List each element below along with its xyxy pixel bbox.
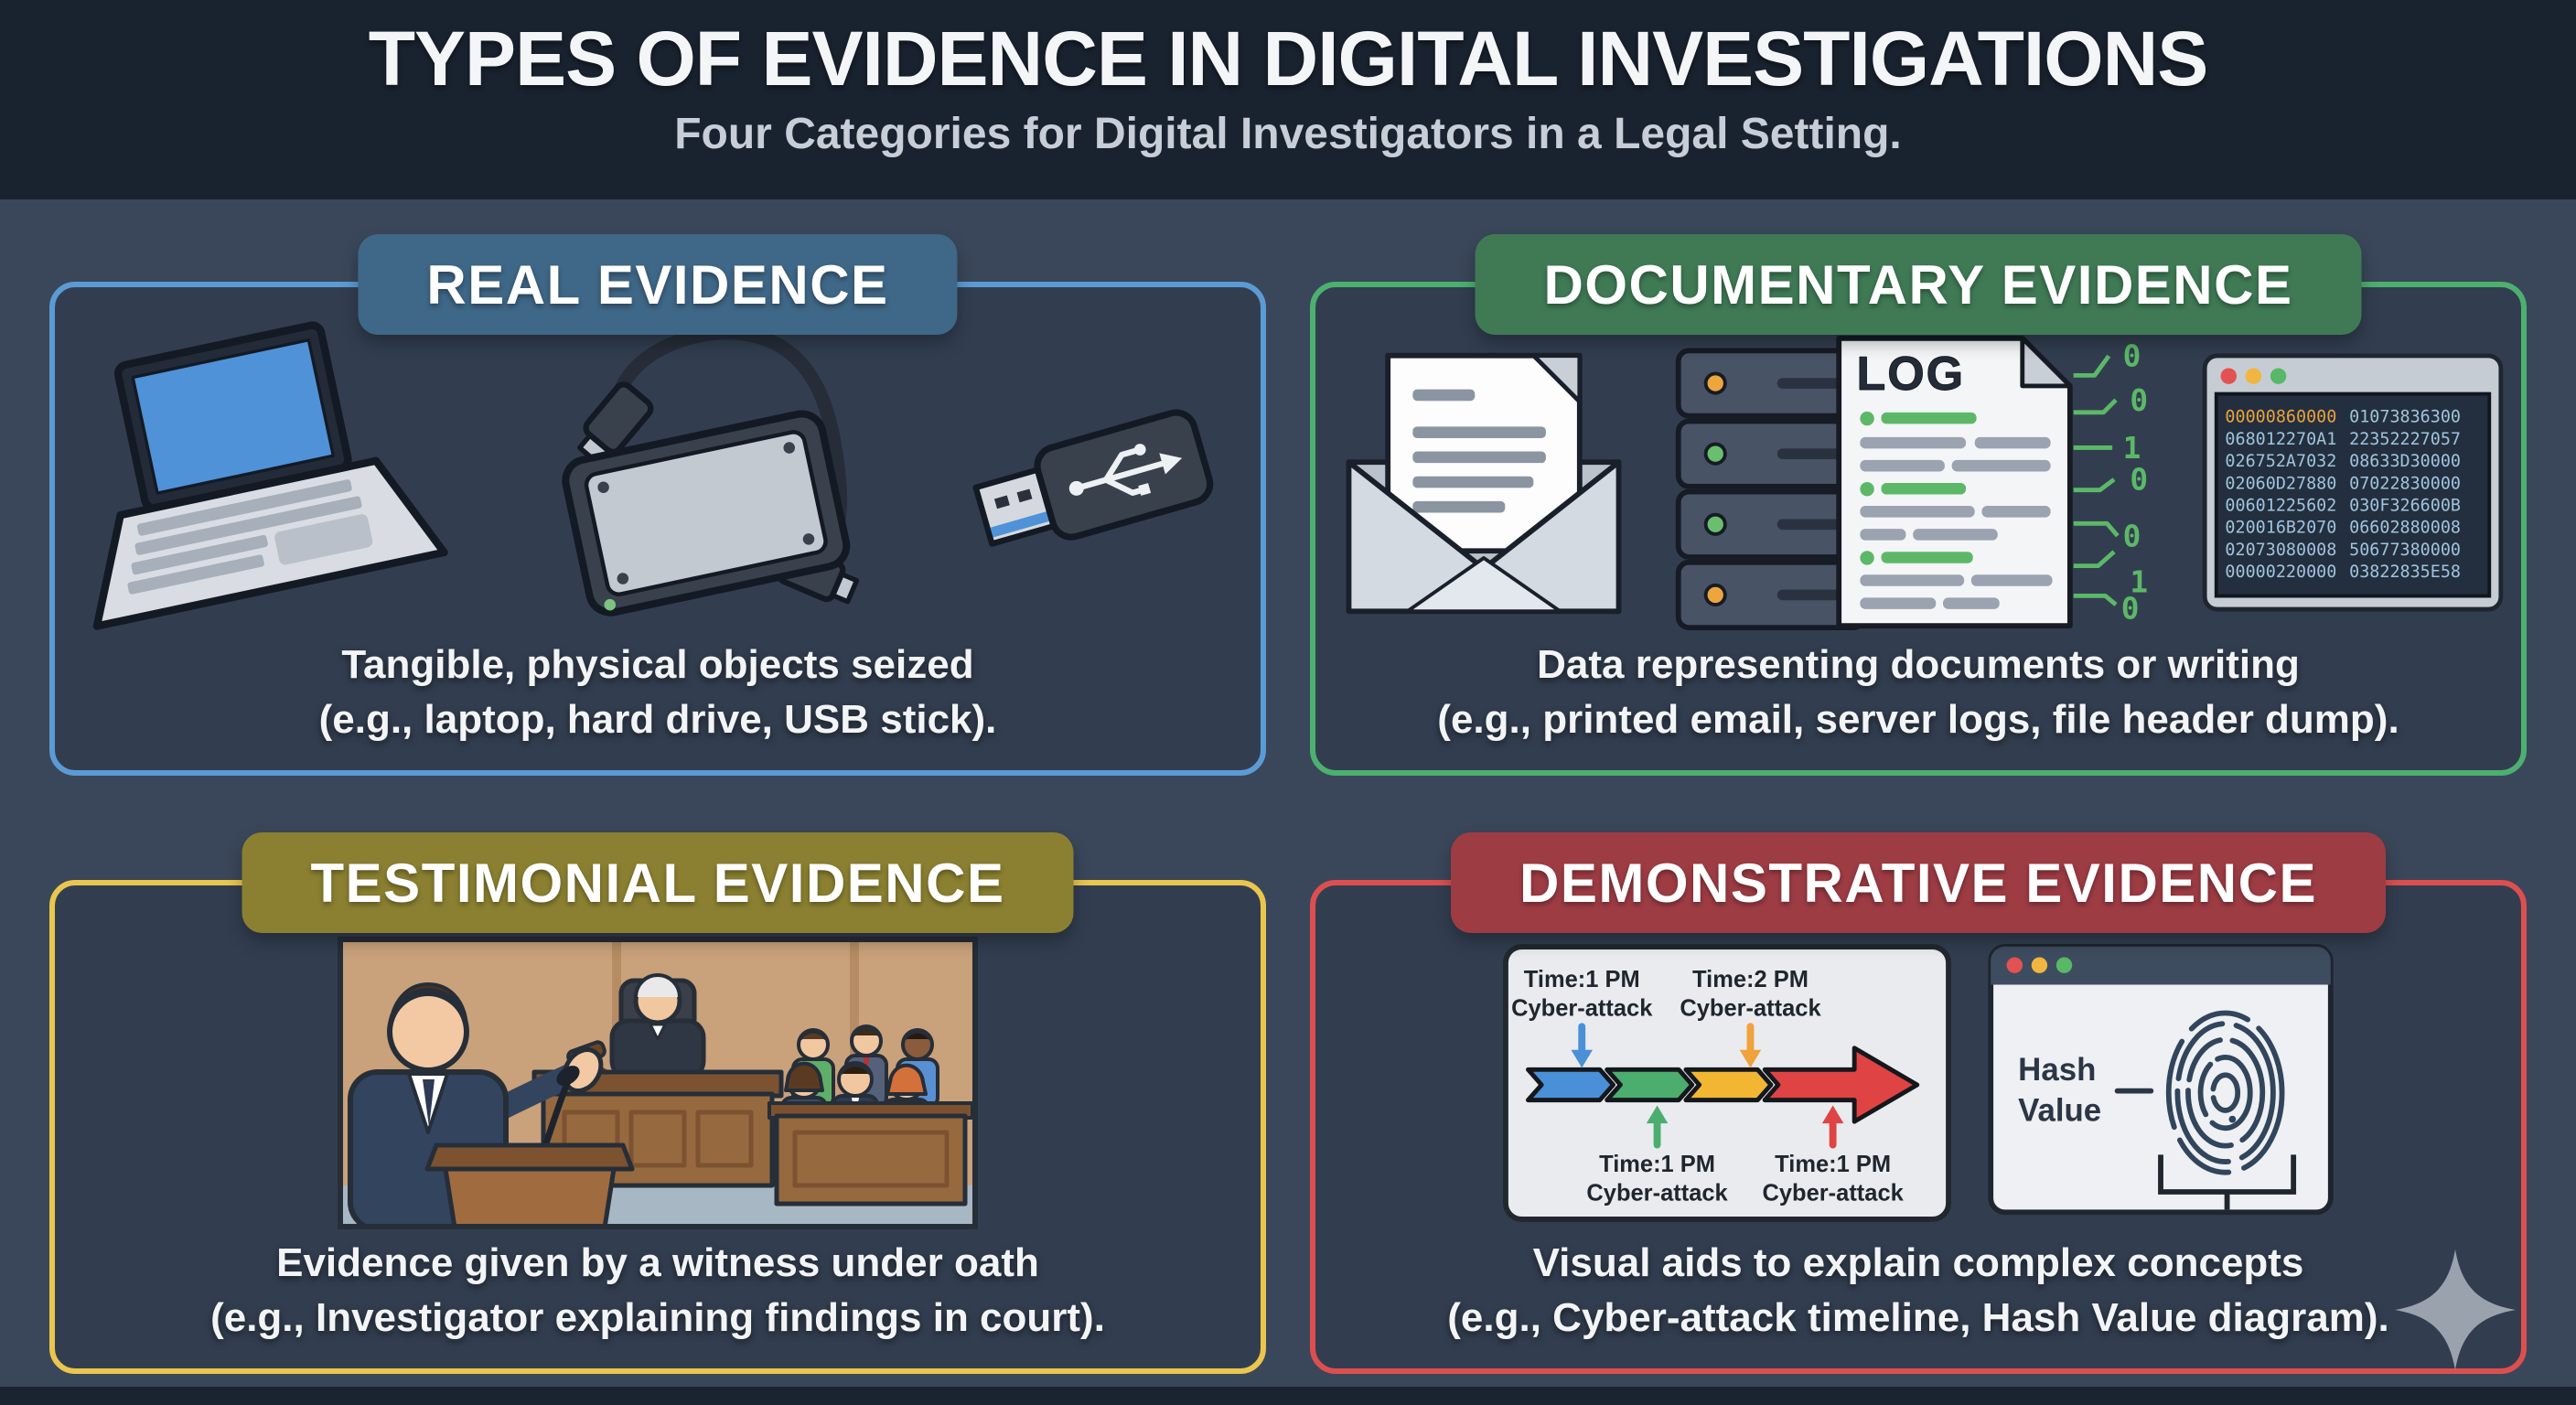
timeline-label-event: Cyber-attack — [1762, 1180, 1904, 1206]
hex-row: 07022830000 — [2349, 474, 2461, 493]
hex-row: 01073836300 — [2349, 408, 2461, 427]
demonstrative-cards: Time:1 PM Cyber-attack Time:2 PM Cyber-a… — [1503, 944, 2334, 1222]
server-log-icon: LOG — [1675, 335, 2148, 630]
quadrant-real-evidence: REAL EVIDENCE — [49, 234, 1266, 776]
page-title: TYPES OF EVIDENCE IN DIGITAL INVESTIGATI… — [368, 16, 2209, 102]
binary-digit: 0 — [2121, 591, 2140, 626]
binary-digit: 1 — [2123, 431, 2141, 466]
hash-label-line2: Value — [2018, 1093, 2101, 1129]
caption-line: (e.g., printed email, server logs, file … — [1437, 697, 2399, 743]
hex-row: 50677380000 — [2349, 541, 2461, 560]
quadrant-demonstrative-evidence: DEMONSTRATIVE EVIDENCE — [1310, 832, 2527, 1374]
demonstrative-evidence-header-pill: DEMONSTRATIVE EVIDENCE — [1451, 832, 2386, 933]
real-evidence-caption: Tangible, physical objects seized (e.g.,… — [55, 638, 1261, 748]
hex-row: 22352227057 — [2349, 430, 2461, 449]
hex-row: 026752A7032 — [2225, 452, 2336, 471]
caption-line: Data representing documents or writing — [1537, 641, 2300, 687]
documentary-evidence-title: DOCUMENTARY EVIDENCE — [1543, 253, 2293, 316]
hash-value-card: Hash Value — [1988, 944, 2334, 1216]
log-label: LOG — [1857, 348, 1966, 401]
title-band: TYPES OF EVIDENCE IN DIGITAL INVESTIGATI… — [0, 0, 2576, 199]
hex-row: 00601225602 — [2225, 497, 2336, 516]
hex-dump-icon: 00000860000 01073836300 068012270A1 223522… — [2202, 353, 2504, 612]
caption-line: (e.g., laptop, hard drive, USB stick). — [318, 697, 997, 743]
binary-digit: 1 — [2130, 565, 2148, 600]
timeline-label-event: Cyber-attack — [1680, 996, 1821, 1022]
email-icon — [1346, 352, 1622, 615]
courtroom-illustration — [338, 937, 978, 1229]
testimonial-evidence-caption: Evidence given by a witness under oath (… — [55, 1236, 1261, 1346]
demonstrative-evidence-title: DEMONSTRATIVE EVIDENCE — [1519, 852, 2317, 914]
caption-line: (e.g., Cyber-attack timeline, Hash Value… — [1447, 1295, 2389, 1341]
bottom-strip — [0, 1387, 2576, 1405]
hex-row: 030F326600B — [2349, 497, 2461, 516]
timeline-label-time: Time:2 PM — [1692, 967, 1809, 992]
cyber-attack-timeline-card: Time:1 PM Cyber-attack Time:2 PM Cyber-a… — [1503, 944, 1951, 1222]
binary-digit: 0 — [2130, 383, 2148, 418]
real-evidence-title: REAL EVIDENCE — [426, 253, 889, 316]
hex-row: 02060D27880 — [2225, 474, 2336, 493]
caption-line: Visual aids to explain complex concepts — [1532, 1239, 2304, 1285]
caption-line: Tangible, physical objects seized — [341, 641, 974, 687]
hard-drive-icon — [562, 326, 860, 617]
binary-digit: 0 — [2123, 339, 2141, 374]
binary-digit: 0 — [2123, 519, 2141, 553]
documentary-evidence-header-pill: DOCUMENTARY EVIDENCE — [1475, 234, 2362, 335]
hex-row: 00000220000 — [2225, 563, 2336, 582]
sparkle-icon — [2395, 1249, 2516, 1370]
timeline-label-time: Time:1 PM — [1524, 967, 1640, 992]
testimonial-evidence-title: TESTIMONIAL EVIDENCE — [310, 852, 1005, 914]
real-evidence-header-pill: REAL EVIDENCE — [358, 234, 958, 335]
real-evidence-icons — [55, 313, 1261, 657]
hex-row: 06602880008 — [2349, 519, 2461, 538]
timeline-label-time: Time:1 PM — [1599, 1152, 1715, 1177]
hex-row: 068012270A1 — [2225, 430, 2336, 449]
timeline-label-event: Cyber-attack — [1586, 1180, 1728, 1206]
laptop-icon — [92, 321, 448, 630]
testimonial-evidence-header-pill: TESTIMONIAL EVIDENCE — [242, 832, 1074, 933]
hex-row: 03822835E58 — [2349, 563, 2461, 582]
documentary-evidence-caption: Data representing documents or writing (… — [1315, 638, 2521, 748]
hex-row: 00000860000 — [2225, 408, 2336, 427]
quadrant-documentary-evidence: DOCUMENTARY EVIDENCE — [1310, 234, 2527, 776]
hash-label-line1: Hash — [2018, 1052, 2096, 1088]
timeline-label-time: Time:1 PM — [1775, 1152, 1891, 1177]
timeline-label-event: Cyber-attack — [1511, 996, 1653, 1022]
binary-digit: 0 — [2130, 463, 2148, 498]
quadrant-testimonial-evidence: TESTIMONIAL EVIDENCE — [49, 832, 1266, 1374]
usb-stick-icon — [972, 409, 1214, 547]
caption-line: Evidence given by a witness under oath — [276, 1239, 1039, 1285]
hex-row: 02073080008 — [2225, 541, 2336, 560]
hex-row: 020016B2070 — [2225, 519, 2336, 538]
documentary-evidence-icons: LOG — [1315, 335, 2521, 630]
fingerprint-icon — [2165, 1010, 2285, 1175]
demonstrative-evidence-caption: Visual aids to explain complex concepts … — [1315, 1236, 2521, 1346]
page-subtitle: Four Categories for Digital Investigator… — [674, 110, 1902, 158]
hex-row: 08633D30000 — [2349, 452, 2461, 471]
caption-line: (e.g., Investigator explaining findings … — [210, 1295, 1105, 1341]
